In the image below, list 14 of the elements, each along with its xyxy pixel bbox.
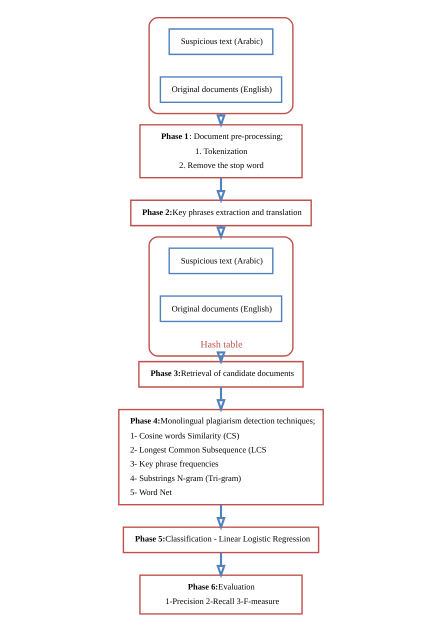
node-box: Suspicious text (Arabic) xyxy=(168,247,274,274)
node-box: Phase 5:Classification - Linear Logistic Regression xyxy=(122,526,320,554)
node-box: Suspicious text (Arabic) xyxy=(168,28,274,56)
node-box: Phase 3:Retrieval of candidate documents xyxy=(138,360,304,388)
arrow xyxy=(216,178,226,204)
arrow xyxy=(216,504,226,530)
node-box: Phase 4:Monolingual plagiarism detection techniques; 1- Cosine words Similarity (CS) 2- Longest Common Subsequence (LCS 3- Key phrase frequencies 4- Substrings N-gram (Tri-gram) 5- Word Net xyxy=(118,408,324,506)
arrow xyxy=(216,387,226,413)
node-box: Original documents (English) xyxy=(160,76,282,103)
node-box: Original documents (English) xyxy=(160,295,282,322)
arrow xyxy=(216,552,226,578)
arrow xyxy=(216,351,226,365)
node-box: Phase 6:Evaluation 1-Precision 2-Recall 3-F-measure xyxy=(139,574,303,615)
node-box: Phase 1: Document pre-processing; 1. Tokenization 2. Remove the stop word xyxy=(139,124,303,178)
